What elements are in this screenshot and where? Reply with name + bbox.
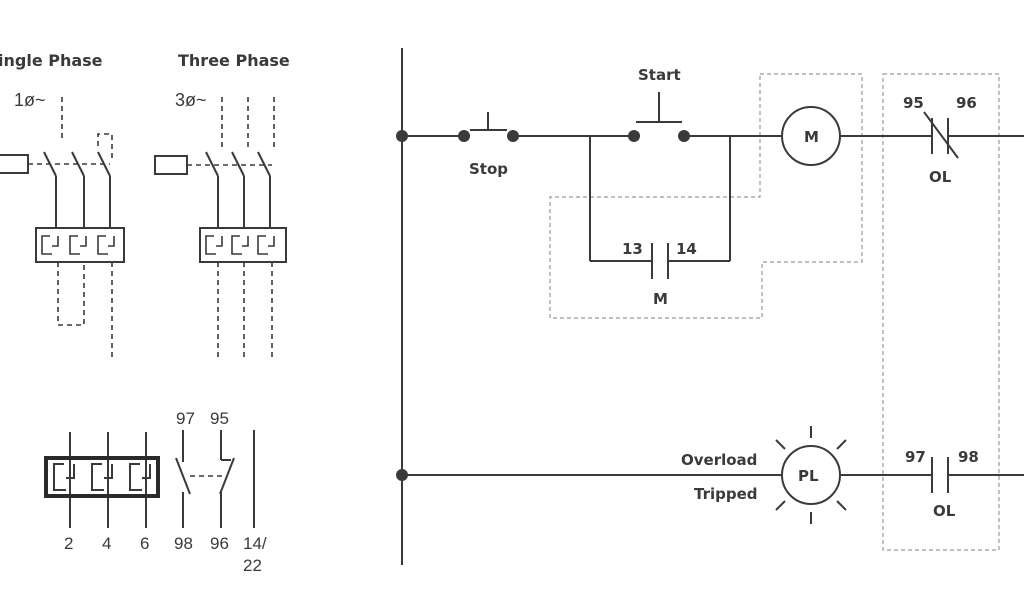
ol-no-name: OL xyxy=(933,502,956,520)
terminal-96: 96 xyxy=(210,534,229,553)
terminal-22: 22 xyxy=(243,556,262,575)
single-phase-heater-1 xyxy=(41,235,59,255)
single-phase-switch-1 xyxy=(43,151,57,177)
start-label: Start xyxy=(638,66,681,84)
holding-contact-m: M xyxy=(653,290,668,308)
ladder-diagram: Stop Start 13 14 M M 95 96 OL Over xyxy=(396,48,1024,565)
ol-no-98: 98 xyxy=(958,448,979,466)
terminal-2: 2 xyxy=(64,534,73,553)
three-phase-symbol: 3ø~ xyxy=(175,90,207,110)
three-phase-switch-1 xyxy=(205,151,219,177)
three-phase-coil xyxy=(154,155,188,175)
holding-contact-14: 14 xyxy=(676,240,697,258)
single-phase-diagram: ingle Phase 1ø~ xyxy=(0,51,125,360)
three-phase-heater-block xyxy=(199,227,287,263)
three-phase-diagram: Three Phase 3ø~ xyxy=(154,51,290,360)
single-phase-top-jumper xyxy=(97,133,113,160)
holding-contact-13: 13 xyxy=(622,240,643,258)
terminal-4: 4 xyxy=(102,534,111,553)
pilot-light-label: PL xyxy=(798,467,819,485)
single-phase-title: ingle Phase xyxy=(0,51,103,70)
motor-label: M xyxy=(804,128,819,146)
stop-label: Stop xyxy=(469,160,508,178)
motor-dashed-frame xyxy=(549,73,863,319)
single-phase-symbol: 1ø~ xyxy=(14,90,46,110)
ol-nc-contact-slash xyxy=(923,111,959,159)
single-phase-heater-block xyxy=(35,227,125,263)
three-phase-title: Three Phase xyxy=(178,51,290,70)
single-phase-heater-3 xyxy=(97,235,115,255)
relay-heater-block xyxy=(44,456,160,498)
terminal-6: 6 xyxy=(140,534,149,553)
aux-contact-top-95: 95 xyxy=(210,409,229,428)
terminal-14: 14/ xyxy=(243,534,267,553)
ol-dashed-frame xyxy=(882,73,1000,551)
aux-contact-top-97: 97 xyxy=(176,409,195,428)
pilot-label-tripped: Tripped xyxy=(694,485,758,503)
ol-no-97: 97 xyxy=(905,448,926,466)
terminal-98: 98 xyxy=(174,534,193,553)
three-phase-heater-1 xyxy=(205,235,223,255)
single-phase-bottom-jumper xyxy=(57,262,85,326)
single-phase-switch-3 xyxy=(97,151,111,177)
three-phase-switch-3 xyxy=(257,151,271,177)
overload-relay-symbol: 97 95 2 4 6 98 96 14/ 22 xyxy=(44,409,267,575)
pilot-light-rays xyxy=(775,426,847,524)
single-phase-switch-2 xyxy=(71,151,85,177)
single-phase-heater-2 xyxy=(69,235,87,255)
ol-nc-name: OL xyxy=(929,168,952,186)
pilot-label-overload: Overload xyxy=(681,451,757,469)
single-phase-coil xyxy=(0,154,29,174)
ol-nc-96: 96 xyxy=(956,94,977,112)
three-phase-switch-2 xyxy=(231,151,245,177)
ol-nc-95: 95 xyxy=(903,94,924,112)
three-phase-heater-3 xyxy=(257,235,275,255)
three-phase-heater-2 xyxy=(231,235,249,255)
